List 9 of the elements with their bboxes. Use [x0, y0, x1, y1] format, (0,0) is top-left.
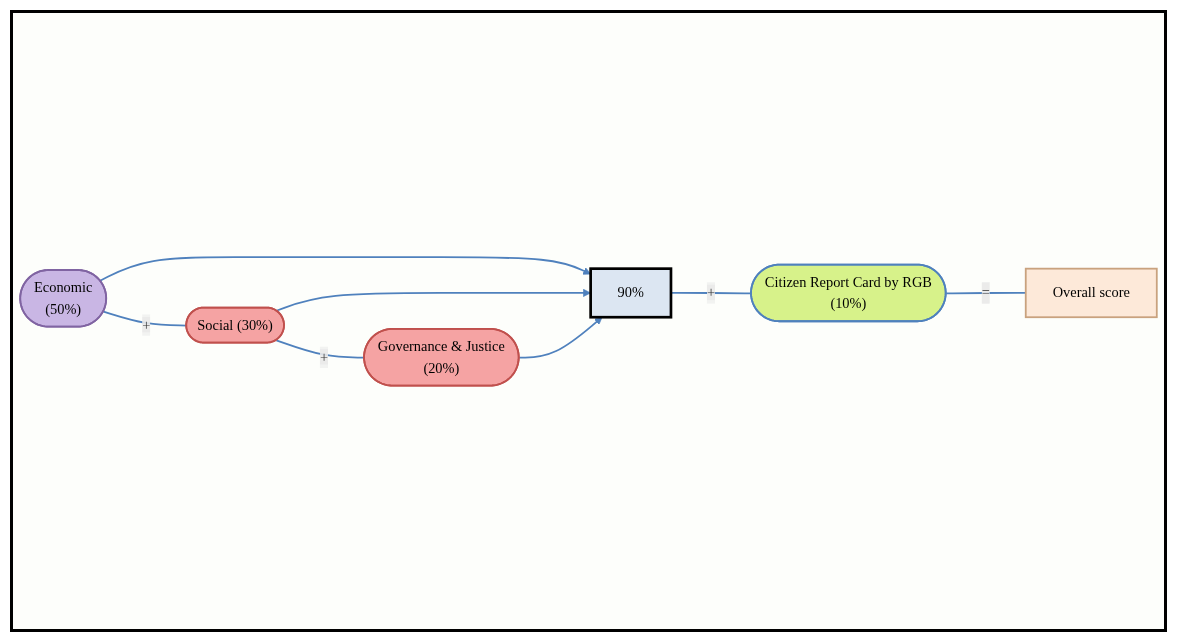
edge-label: +: [706, 284, 716, 300]
node-box: 90%: [589, 266, 673, 319]
edge-label: +: [142, 316, 151, 332]
arrow: [275, 288, 591, 312]
edge-label: +: [319, 348, 329, 365]
arrow: [518, 316, 603, 359]
edge-label: =: [981, 284, 990, 300]
arrow: [99, 255, 591, 282]
node-box: Overall score: [1024, 267, 1158, 318]
